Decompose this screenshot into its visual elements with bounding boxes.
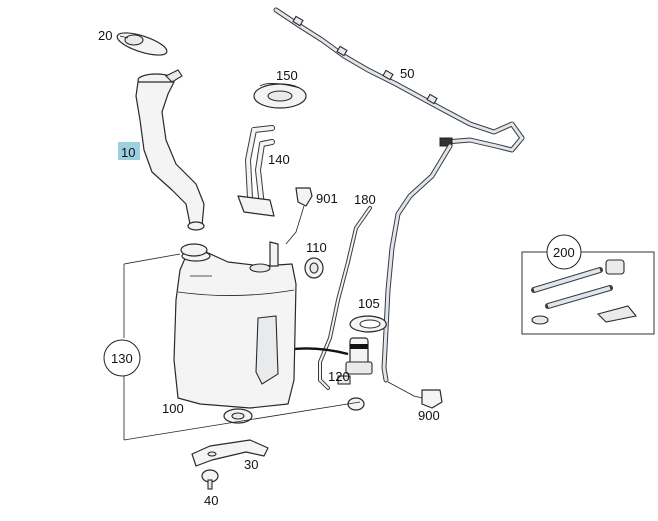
label-50: 50: [400, 66, 414, 81]
label-180: 180: [354, 192, 376, 207]
part-50-harness[interactable]: [273, 7, 525, 153]
part-10-filler-neck[interactable]: [135, 69, 205, 231]
part-40-screw[interactable]: [201, 469, 219, 490]
label-130: 130: [111, 351, 133, 366]
part-pump-grommet[interactable]: [347, 397, 365, 411]
part-washer-hose[interactable]: [381, 143, 453, 383]
part-tank-seal[interactable]: [223, 408, 253, 424]
label-100: 100: [162, 401, 184, 416]
label-30: 30: [244, 457, 258, 472]
label-40: 40: [204, 493, 218, 508]
label-140: 140: [268, 152, 290, 167]
label-10: 10: [121, 145, 135, 160]
part-20-cap[interactable]: [115, 28, 169, 59]
part-30-bracket[interactable]: [191, 439, 269, 467]
callout-200: [546, 234, 582, 270]
group-130-bracket: [123, 253, 361, 441]
part-filler-seal[interactable]: [180, 243, 208, 257]
part-120-pump[interactable]: [337, 337, 373, 385]
box-200-kit: [521, 251, 655, 335]
label-900: 900: [418, 408, 440, 423]
part-100-tank[interactable]: [173, 241, 297, 409]
label-150: 150: [276, 68, 298, 83]
part-901-connector[interactable]: [285, 187, 313, 245]
part-105-clip[interactable]: [349, 315, 387, 333]
part-150-grommet[interactable]: [253, 83, 307, 109]
label-110: 110: [306, 240, 327, 255]
part-180-hose[interactable]: [318, 206, 372, 390]
part-140-bracket[interactable]: [237, 125, 275, 217]
label-120: 120: [328, 369, 350, 384]
callout-130: [103, 339, 141, 377]
label-901: 901: [316, 191, 338, 206]
label-105: 105: [358, 296, 380, 311]
label-10-highlight: [118, 142, 140, 160]
part-110-grommet[interactable]: [304, 257, 324, 279]
label-20: 20: [98, 28, 112, 43]
part-900-connector[interactable]: [387, 381, 443, 409]
label-200: 200: [553, 245, 575, 260]
